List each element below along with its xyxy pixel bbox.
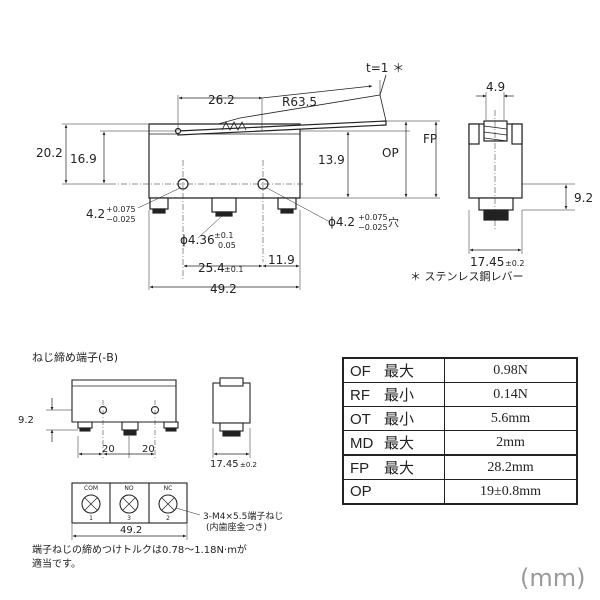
dim-hole-left-tol-plus: +0.075 [106, 205, 136, 214]
terminal-screw-com [81, 494, 101, 514]
torque-note-line2: 適当です。 [32, 557, 81, 570]
dim-49-2: 49.2 [210, 282, 237, 296]
side-spring [483, 125, 508, 142]
dim-17-45-screw-tol: ±0.2 [240, 461, 257, 469]
dim-op: OP [382, 146, 399, 160]
dim-20-left: 20 [102, 444, 115, 455]
spec-row-fp: FP 最大 28.2mm [342, 454, 578, 480]
spec-row-rf: RF 最小 0.14N [342, 382, 578, 407]
terminal-screw-nc [158, 494, 178, 514]
terminal-number-no: 3 [127, 515, 131, 522]
unit-label: (mm) [520, 564, 586, 592]
lever-material-note: ＊ ステンレス鋼レバー [410, 269, 524, 283]
terminal-mid [211, 197, 237, 213]
dim-25-4: 25.4 [198, 261, 225, 275]
dim-hole-right-tol-minus: −0.025 [358, 223, 388, 232]
spec-row-md: MD 最大 2mm [342, 430, 578, 456]
dim-hole-right-tol-plus: +0.075 [358, 213, 388, 222]
dim-hole-left: 4.2 [86, 207, 105, 221]
side-plunger [483, 120, 508, 142]
dim-r63-5: R63.5 [282, 95, 317, 109]
spec-kind: 最小 [384, 387, 415, 404]
lever-spring [221, 121, 247, 131]
dim-4-9: 4.9 [486, 80, 505, 94]
dim-20-2: 20.2 [36, 146, 63, 160]
spec-value: 0.98N [444, 357, 578, 383]
dim-49-2-screw: 49.2 [120, 525, 142, 536]
terminal-right [277, 197, 297, 210]
terminal-label-com: COM [84, 485, 98, 492]
screw-front-labels: 9.2 20 20 [18, 415, 155, 455]
side-view-labels: 4.9 9.2 17.45 ±0.2 ＊ ステンレス鋼レバー [410, 80, 593, 283]
dim-4-36: ϕ4.36 [180, 233, 215, 247]
terminal-number-nc: 2 [166, 515, 170, 522]
screw-spec-note: 3-M4×5.5端子ねじ [203, 510, 283, 522]
spec-abbr: RF [350, 387, 370, 404]
spec-abbr: OF [350, 363, 371, 380]
terminal-left [149, 197, 169, 210]
dim-25-4-tol: ±0.1 [224, 265, 243, 274]
main-front-view [62, 74, 440, 290]
dim-hole-right-suffix: 穴 [388, 215, 399, 229]
spec-kind: 最小 [384, 411, 415, 428]
dim-hole-right: ϕ4.2 [328, 215, 355, 229]
terminal-screw-no [119, 494, 139, 514]
spec-abbr: MD [350, 435, 374, 452]
switch-body [148, 123, 301, 199]
spec-abbr: FP [350, 460, 370, 477]
screw-side-view [212, 377, 251, 458]
spec-value: 28.2mm [444, 454, 578, 480]
dim-4-36-tol-plus: ±0.1 [214, 231, 233, 240]
dim-9-2-screw: 9.2 [18, 415, 34, 426]
terminal-number-com: 1 [89, 515, 93, 522]
spec-value: 2mm [444, 430, 578, 456]
spec-row-ot: OT 最小 5.6mm [342, 406, 578, 431]
main-view-labels: t=1 ＊ 26.2 R63.5 20.2 16.9 13.9 OP FP 4.… [36, 61, 437, 296]
dim-11-9: 11.9 [268, 253, 295, 267]
spec-value: 5.6mm [444, 406, 578, 431]
terminal-label-nc: NC [164, 485, 173, 492]
dim-fp: FP [423, 132, 437, 146]
terminal-label-no: NO [124, 485, 133, 492]
dim-hole-left-tol-minus: −0.025 [106, 215, 136, 224]
spec-kind: 最大 [384, 435, 415, 452]
spec-kind: 最大 [384, 363, 415, 380]
spec-value: 0.14N [444, 382, 578, 407]
dim-20-right: 20 [142, 444, 155, 455]
spec-value: 19±0.8mm [444, 479, 578, 505]
screw-front-view [46, 379, 179, 458]
terminal-labels: COM 1 NO 3 NC 2 [84, 485, 172, 522]
dim-17-45-screw: 17.45 [210, 459, 239, 470]
dim-9-2-side: 9.2 [574, 191, 593, 205]
spec-abbr: OP [350, 483, 372, 500]
spec-row-of: OF 最大 0.98N [342, 357, 578, 383]
dim-lever-thickness: t=1 ＊ [366, 61, 404, 75]
screw-washer-note: (内歯座金つき) [206, 521, 267, 533]
screw-side-labels: 17.45 ±0.2 [210, 459, 257, 470]
spec-kind: 最大 [384, 460, 415, 477]
dim-17-45-side: 17.45 [470, 255, 504, 269]
dim-16-9: 16.9 [70, 152, 97, 166]
dim-4-36-tol-minus: 0.05 [218, 241, 236, 250]
torque-note-line1: 端子ねじの締めつけトルクは0.78〜1.18N·mが [32, 543, 247, 556]
dim-13-9: 13.9 [318, 153, 345, 167]
side-view [468, 92, 575, 254]
screw-section-title: ねじ締め端子(-B) [32, 350, 118, 364]
terminal-bottom-view [71, 482, 201, 540]
spec-abbr: OT [350, 411, 371, 428]
dim-17-45-side-tol: ±0.2 [505, 259, 524, 268]
operating-characteristics-table: OF 最大 0.98N RF 最小 0.14N OT 最小 5.6mm MD 最大 2m… [342, 357, 578, 505]
screw-notes: 49.2 3-M4×5.5端子ねじ (内歯座金つき) 端子ねじの締めつけトルクは… [32, 510, 283, 570]
spec-row-op: OP 19±0.8mm [342, 479, 578, 505]
dim-26-2: 26.2 [208, 93, 235, 107]
